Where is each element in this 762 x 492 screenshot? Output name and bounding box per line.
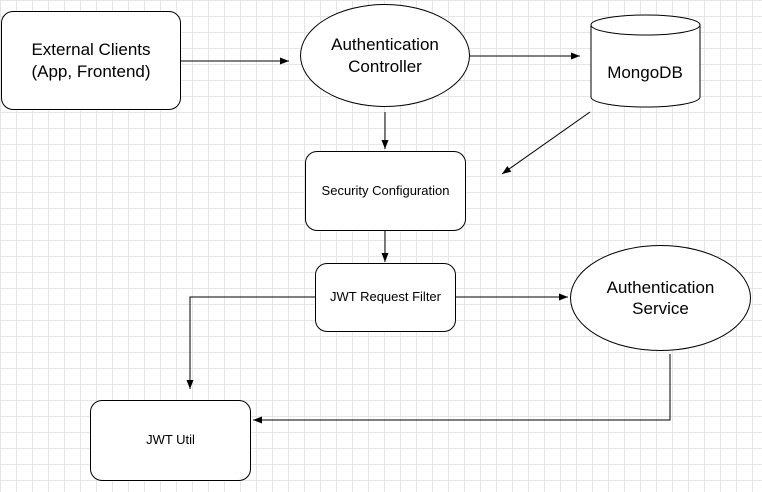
node-jwt-request-filter-label: JWT Request Filter — [329, 289, 441, 305]
node-security-configuration-label: Security Configuration — [321, 182, 450, 198]
node-authentication-controller-label: Authentication Controller — [331, 35, 439, 76]
node-authentication-service[interactable]: Authentication Service — [570, 245, 751, 351]
node-jwt-request-filter[interactable]: JWT Request Filter — [315, 263, 456, 332]
mongodb-cylinder-icon — [590, 14, 701, 108]
node-jwt-util[interactable]: JWT Util — [90, 400, 251, 481]
node-jwt-util-label: JWT Util — [146, 432, 195, 448]
node-authentication-controller[interactable]: Authentication Controller — [300, 4, 470, 107]
node-external-clients[interactable]: External Clients (App, Frontend) — [1, 11, 181, 110]
arrow-mongodb-to-security — [501, 111, 591, 175]
node-external-clients-label: External Clients (App, Frontend) — [31, 40, 151, 81]
node-authentication-service-label: Authentication Service — [606, 277, 715, 318]
node-security-configuration[interactable]: Security Configuration — [305, 151, 466, 231]
node-mongodb[interactable]: MongoDB — [590, 30, 700, 116]
arrow-filter-to-jwtutil — [186, 296, 315, 389]
arrow-service-to-jwtutil — [253, 354, 671, 424]
node-mongodb-label: MongoDB — [607, 63, 683, 82]
